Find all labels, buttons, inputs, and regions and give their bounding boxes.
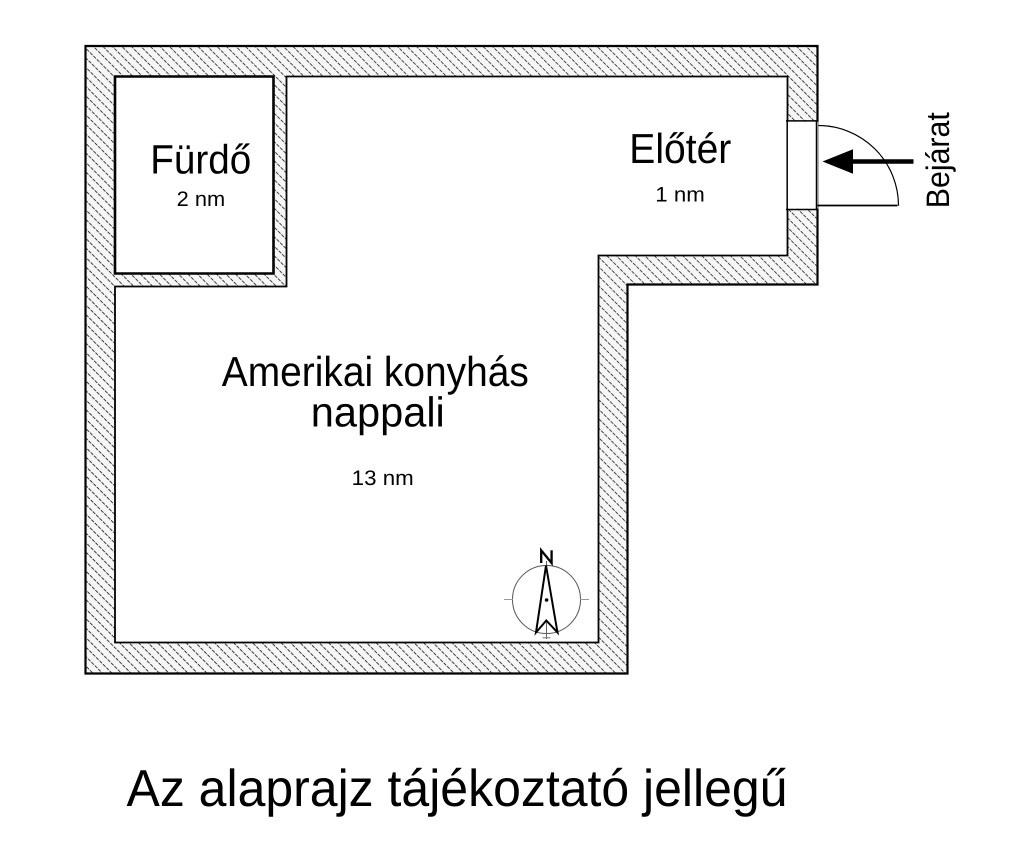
svg-text:nappali: nappali	[311, 389, 445, 436]
svg-text:Amerikai konyhás: Amerikai konyhás	[222, 348, 529, 395]
svg-text:Az alaprajz tájékoztató jelleg: Az alaprajz tájékoztató jellegű	[127, 760, 788, 818]
svg-text:1 nm: 1 nm	[655, 183, 705, 206]
svg-text:13 nm: 13 nm	[352, 467, 414, 490]
svg-text:Előtér: Előtér	[629, 125, 731, 172]
svg-text:2 nm: 2 nm	[177, 188, 226, 211]
svg-text:Fürdő: Fürdő	[150, 137, 251, 183]
svg-text:Bejárat: Bejárat	[920, 112, 956, 208]
